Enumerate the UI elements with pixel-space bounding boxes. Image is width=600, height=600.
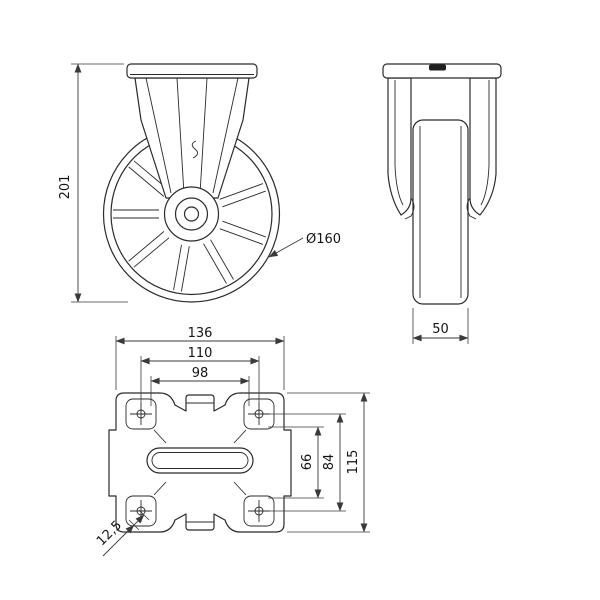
dim-hole-spacing-x-inner: 98: [150, 366, 250, 406]
dim-text-plate-length: 136: [188, 326, 213, 341]
brand-mark: [191, 140, 198, 159]
dim-text-hole-spacing-y-outer: 84: [322, 454, 337, 471]
axle-bolt: [183, 206, 200, 222]
dim-wheel-diameter: Ø160: [268, 232, 341, 258]
top-plate-front: [126, 63, 258, 79]
dim-text-hole-spacing-x-outer: 110: [188, 346, 213, 361]
dim-text-wheel-width: 50: [432, 322, 449, 337]
dim-overall-height: 201: [58, 63, 128, 303]
bracket-hook-left: [404, 197, 415, 220]
dim-hole-spacing-y-outer: 84: [268, 413, 346, 512]
bolt-hole-tr: [248, 403, 270, 425]
dim-hole-spacing-x-outer: 110: [140, 346, 260, 406]
dim-wheel-width: 50: [412, 308, 469, 344]
fork-front: [126, 63, 258, 199]
bracket-hook-right: [466, 197, 477, 220]
bracket-leg-right: [469, 77, 497, 216]
front-view: 201 Ø160: [58, 63, 341, 303]
bracket-leg-left: [387, 77, 412, 216]
dim-hole-spacing-y-inner: 66: [268, 426, 324, 499]
bolt-hole-br: [248, 500, 270, 522]
side-view: 50: [382, 63, 502, 344]
bolt-hole-tl: [130, 403, 152, 425]
wheel-tread: [412, 119, 469, 305]
top-plate-side: [382, 63, 502, 79]
plan-view: 136 110 98 66 84: [94, 326, 370, 557]
bracket-side: [382, 63, 502, 220]
dim-text-overall-height: 201: [58, 175, 73, 200]
dim-text-hole-spacing-x-inner: 98: [192, 366, 209, 381]
plate-mark: [429, 64, 446, 71]
dim-plate-length: 136: [115, 326, 285, 390]
dim-text-plate-width: 115: [346, 450, 361, 475]
center-slot: [146, 447, 254, 474]
mounting-plate-outline: [108, 392, 292, 533]
fork-body: [134, 77, 250, 199]
wheel-side: [412, 119, 469, 305]
dim-text-wheel-diameter: Ø160: [306, 232, 341, 247]
dim-plate-width: 115: [287, 392, 370, 533]
axle-hub: [163, 186, 220, 242]
dim-text-hole-spacing-y-inner: 66: [300, 454, 315, 471]
